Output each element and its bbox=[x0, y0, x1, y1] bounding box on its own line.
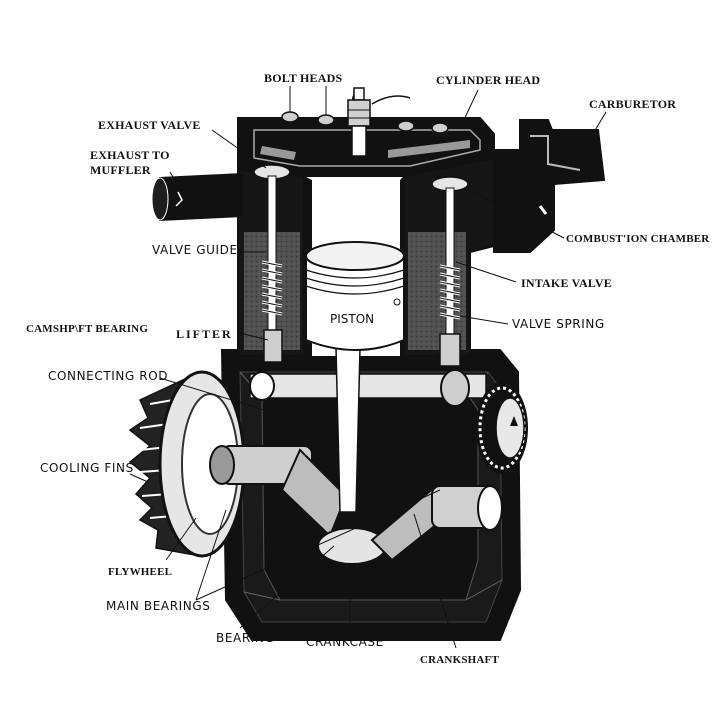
label-lifter: LIFTER bbox=[176, 327, 233, 341]
label-cooling-fins: COOLING FINS bbox=[40, 461, 134, 475]
label-combustion-chamber: COMBUST'ION CHAMBER bbox=[566, 233, 710, 245]
label-piston: PISTON bbox=[330, 312, 375, 326]
crankshaft bbox=[209, 445, 503, 565]
piston-assembly bbox=[305, 241, 405, 513]
exhaust-valve-assembly bbox=[253, 164, 291, 363]
crankcase-body bbox=[220, 349, 522, 641]
timing-gear bbox=[476, 382, 528, 474]
label-camshaft-bearing: CAMSHP\FT BEARING bbox=[26, 323, 149, 335]
bolt-heads bbox=[281, 111, 449, 134]
label-crankshaft: CRANKSHAFT bbox=[420, 654, 500, 666]
camshaft bbox=[249, 369, 487, 407]
spark-plug bbox=[347, 87, 411, 157]
label-valve-spring: VALVE SPRING bbox=[512, 317, 605, 331]
label-cylinder-head: CYLINDER HEAD bbox=[436, 73, 541, 87]
flywheel bbox=[128, 370, 246, 558]
label-carburetor: CARBURETOR bbox=[589, 97, 677, 111]
label-muffler: MUFFLER bbox=[90, 163, 151, 177]
label-valve-guide: VALVE GUIDE bbox=[152, 243, 238, 257]
label-intake-valve: INTAKE VALVE bbox=[521, 276, 612, 290]
label-flywheel: FLYWHEEL bbox=[108, 566, 173, 578]
label-bolt-heads: BOLT HEADS bbox=[264, 71, 343, 85]
label-exhaust-valve: EXHAUST VALVE bbox=[98, 118, 201, 132]
exhaust-pipe bbox=[151, 172, 243, 222]
label-main-bearings: MAIN BEARINGS bbox=[106, 599, 211, 613]
intake-valve-assembly bbox=[431, 176, 469, 367]
label-exhaust-to: EXHAUST TO bbox=[90, 148, 170, 162]
label-bearing: BEARING bbox=[216, 631, 275, 645]
label-crankcase: CRANKCASE bbox=[306, 635, 384, 649]
carburetor-intake bbox=[493, 119, 606, 253]
leader-lines bbox=[129, 86, 607, 649]
label-connecting-rod: CONNECTING ROD bbox=[48, 369, 169, 383]
